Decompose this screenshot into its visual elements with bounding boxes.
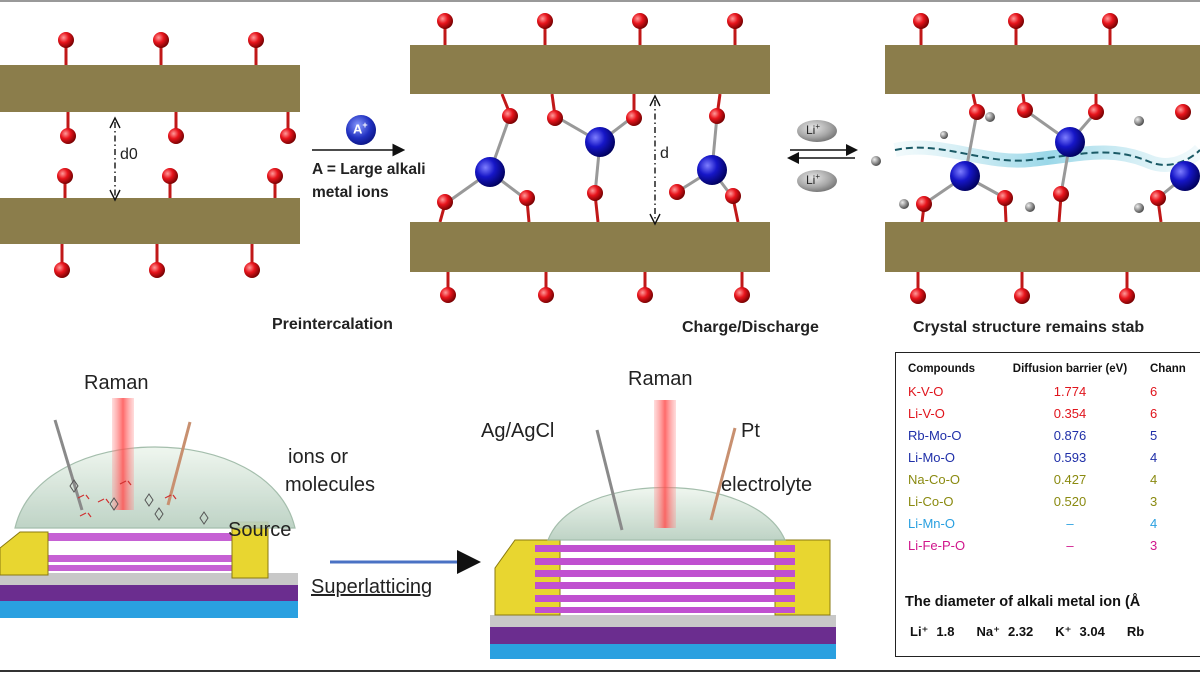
raman-label-left: Raman bbox=[84, 372, 149, 394]
pristine-layered-structure bbox=[0, 32, 300, 278]
channel-cell: 4 bbox=[1150, 472, 1158, 487]
ion-diameter: 2.32 bbox=[1007, 624, 1034, 639]
host-layer-slab bbox=[0, 65, 300, 112]
compound-cell: K-V-O bbox=[908, 384, 944, 399]
table-row: Li-Co-O 0.520 3 bbox=[908, 491, 1200, 513]
ion-diameter: 3.04 bbox=[1079, 624, 1105, 639]
channel-cell: 4 bbox=[1150, 450, 1158, 465]
pt-label: Pt bbox=[741, 420, 760, 442]
table-row: Na-Co-O 0.427 4 bbox=[908, 469, 1200, 491]
table-row: Li-Mo-O 0.593 4 bbox=[908, 447, 1200, 469]
compound-cell: Li-V-O bbox=[908, 406, 945, 421]
host-layer-slab bbox=[885, 222, 1200, 272]
barrier-cell: 0.593 bbox=[1053, 450, 1087, 465]
host-layer-slab bbox=[885, 45, 1200, 94]
ion-name: K⁺ bbox=[1055, 624, 1072, 639]
host-layer-slab bbox=[410, 222, 770, 272]
ion-note: A = Large alkali metal ions bbox=[312, 161, 426, 201]
table-row: Li-V-O 0.354 6 bbox=[908, 403, 1200, 425]
li-exchange-arrows bbox=[787, 120, 858, 192]
channel-cell: 4 bbox=[1150, 516, 1158, 531]
ions-label: ions or molecules bbox=[285, 446, 376, 496]
ag-agcl-label: Ag/AgCl bbox=[481, 420, 555, 442]
channel-cell: 6 bbox=[1150, 406, 1158, 421]
column-header: Chann bbox=[1150, 363, 1186, 375]
compound-cell: Li-Mn-O bbox=[908, 516, 955, 531]
li-badge-bottom: Li+ bbox=[806, 172, 821, 187]
diameter-row: Li⁺ 1.8 Na⁺ 2.32 K⁺ 3.04 Rb bbox=[910, 624, 1174, 640]
table-row: Li-Fe-P-O – 3 bbox=[908, 535, 1200, 557]
ion-diameter: 1.8 bbox=[936, 624, 955, 639]
data-table: Compounds Diffusion barrier (eV) Chann K… bbox=[908, 361, 1200, 557]
channel-cell: 5 bbox=[1150, 428, 1158, 443]
d-label: d bbox=[660, 145, 669, 162]
caption-preintercalation: Preintercalation bbox=[272, 316, 393, 333]
caption-charge-discharge: Charge/Discharge bbox=[682, 319, 819, 336]
table-row: Rb-Mo-O 0.876 5 bbox=[908, 425, 1200, 447]
diameter-title: The diameter of alkali metal ion (Å bbox=[905, 594, 1141, 610]
ion-name: Rb bbox=[1126, 624, 1145, 639]
column-header: Diffusion barrier (eV) bbox=[1012, 363, 1128, 375]
superlattice-device-cell bbox=[490, 400, 836, 659]
table-header-row: Compounds Diffusion barrier (eV) Chann bbox=[908, 361, 1200, 381]
table-row: K-V-O 1.774 6 bbox=[908, 381, 1200, 403]
raman-label-right: Raman bbox=[628, 368, 693, 390]
pristine-device-cell bbox=[0, 398, 298, 618]
li-badge-top: Li+ bbox=[806, 122, 821, 137]
intercalated-layered-structure bbox=[410, 13, 770, 303]
compound-cell: Li-Mo-O bbox=[908, 450, 955, 465]
barrier-cell: – bbox=[1066, 516, 1074, 531]
compound-cell: Rb-Mo-O bbox=[908, 428, 962, 443]
barrier-cell: 0.876 bbox=[1053, 428, 1087, 443]
channel-cell: 3 bbox=[1150, 538, 1158, 553]
compound-cell: Na-Co-O bbox=[908, 472, 961, 487]
ion-name: Na⁺ bbox=[976, 624, 1000, 639]
ion-badge-a: A+ bbox=[353, 120, 368, 137]
host-layer-slab bbox=[0, 198, 300, 244]
electrolyte-label: electrolyte bbox=[721, 474, 813, 496]
host-layer-slab bbox=[410, 45, 770, 94]
ion-name: Li⁺ bbox=[910, 624, 929, 639]
frame-bottom bbox=[0, 670, 1200, 672]
d0-label: d0 bbox=[120, 146, 138, 163]
table-row: Li-Mn-O – 4 bbox=[908, 513, 1200, 535]
compound-cell: Li-Fe-P-O bbox=[908, 538, 966, 553]
stable-crystal-structure bbox=[871, 13, 1200, 304]
barrier-cell: 0.427 bbox=[1053, 472, 1087, 487]
channel-cell: 3 bbox=[1150, 494, 1158, 509]
column-header: Compounds bbox=[908, 363, 976, 375]
barrier-cell: 1.774 bbox=[1053, 384, 1087, 399]
channel-cell: 6 bbox=[1150, 384, 1158, 399]
superlatticing-label: Superlatticing bbox=[311, 576, 433, 598]
diffusion-barrier-table: Compounds Diffusion barrier (eV) Chann K… bbox=[895, 352, 1200, 657]
barrier-cell: 0.520 bbox=[1053, 494, 1087, 509]
caption-crystal-stable: Crystal structure remains stab bbox=[913, 319, 1145, 336]
compound-cell: Li-Co-O bbox=[908, 494, 954, 509]
barrier-cell: – bbox=[1066, 538, 1074, 553]
source-label: Source bbox=[228, 519, 292, 541]
preintercalation-arrow bbox=[312, 115, 406, 157]
barrier-cell: 0.354 bbox=[1053, 406, 1087, 421]
